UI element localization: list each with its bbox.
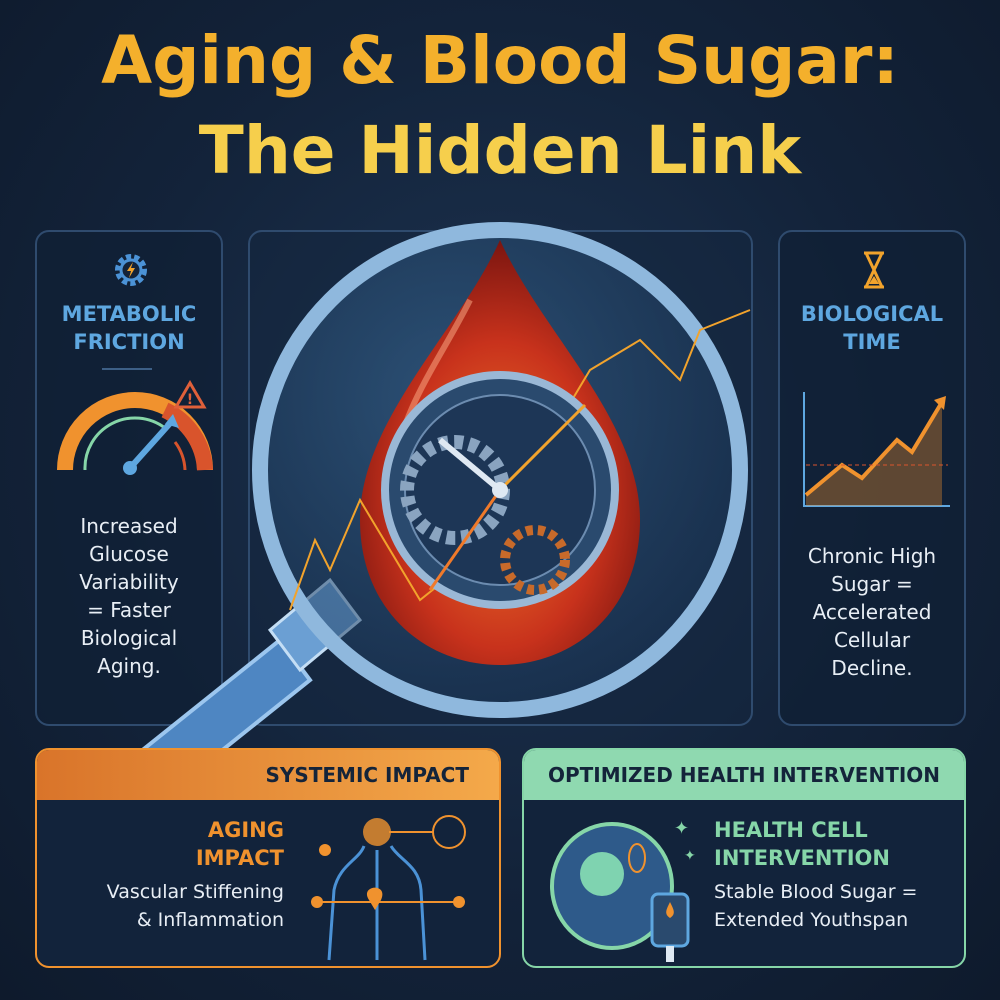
hourglass-icon — [864, 251, 884, 289]
optimized-health-intervention-panel: OPTIMIZED HEALTH INTERVENTION ✦✦ HEALTH … — [522, 748, 966, 968]
rising-trend-chart-icon — [803, 392, 950, 507]
svg-text:!: ! — [187, 392, 193, 408]
title-line-1: Aging & Blood Sugar: — [101, 22, 899, 99]
human-body-circulation-icon — [311, 815, 466, 961]
aging-impact-text: Vascular Stiffening& Inflammation — [106, 881, 284, 931]
svg-text:✦: ✦ — [674, 818, 689, 839]
magnifying-glass-blood-drop-illustration — [126, 222, 751, 760]
svg-text:✦: ✦ — [684, 848, 696, 864]
divider — [102, 368, 152, 370]
warning-triangle-icon: ! — [173, 380, 207, 409]
speedometer-gauge-icon — [57, 392, 213, 475]
cell-and-glucose-meter-icon: ✦✦ — [550, 818, 696, 962]
clock-with-gears — [381, 371, 619, 609]
health-cell-intervention-text: Stable Blood Sugar =Extended Youthspan — [714, 881, 918, 931]
gear-lightning-icon — [115, 254, 147, 286]
title-line-2: The Hidden Link — [198, 112, 802, 189]
systemic-impact-header: SYSTEMIC IMPACT — [37, 750, 499, 800]
optimized-health-intervention-header: OPTIMIZED HEALTH INTERVENTION — [524, 750, 964, 800]
